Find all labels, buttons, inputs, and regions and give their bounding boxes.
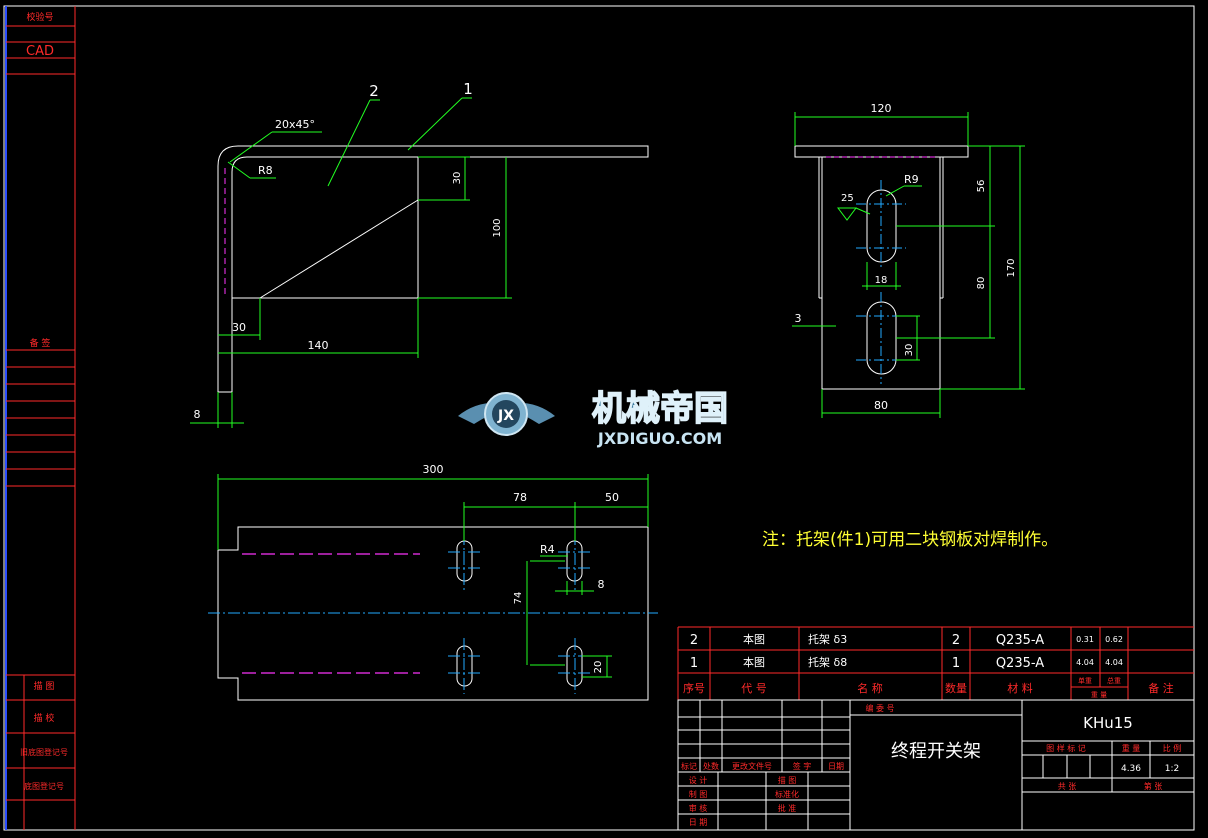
bom-unit-weight: 0.31 (1076, 635, 1094, 644)
drawing-number: KHu15 (1083, 714, 1133, 732)
left-bottom-label: 底图登记号 (24, 781, 64, 791)
role-left: 审 核 (689, 803, 708, 813)
sheet-frame (3, 5, 1195, 831)
top-view-centerlines (208, 533, 658, 694)
top-view-dimensions (217, 474, 649, 678)
watermark-title: 机械帝国 (592, 389, 728, 429)
dim-56: 56 (976, 180, 987, 193)
watermark-badge: JX (497, 408, 514, 424)
bom-unit-weight: 4.04 (1076, 658, 1094, 667)
dim-8-top: 8 (598, 578, 605, 591)
title-block (677, 699, 1195, 831)
role-right: 描 图 (778, 775, 797, 785)
bom-total-weight: 4.04 (1105, 658, 1123, 667)
left-mid-label: 备 签 (30, 337, 51, 349)
watermark-url: JXDIGUO.COM (597, 429, 722, 448)
dim-3: 3 (795, 312, 802, 325)
bom-name: 托架 δ3 (808, 632, 847, 646)
dim-20: 20 (593, 661, 604, 674)
dim-30: 30 (904, 344, 915, 357)
left-bottom-label: 描 图 (34, 680, 55, 692)
left-cad-label: CAD (26, 44, 54, 59)
dim-18: 18 (875, 275, 888, 286)
front-view-dimensions (190, 97, 512, 428)
part-label-2: 2 (369, 82, 379, 100)
scale-label: 比 例 (1163, 743, 1182, 753)
bom-name: 托架 δ8 (808, 655, 847, 669)
bom-header-no: 序号 (683, 681, 705, 695)
dim-140: 140 (308, 339, 329, 352)
role-left: 设 计 (689, 775, 708, 785)
front-view (217, 145, 649, 393)
rev-header: 签 字 (793, 761, 812, 771)
role-left: 制 图 (689, 789, 708, 799)
dim-8: 8 (194, 408, 201, 421)
role-right: 标准化 (775, 789, 799, 799)
dim-120: 120 (871, 102, 892, 115)
left-bottom-label: 描 校 (34, 712, 55, 724)
bom-total-weight: 0.62 (1105, 635, 1123, 644)
radius-r9: R9 (904, 173, 919, 186)
bom-header-unit: 单重 (1078, 676, 1092, 685)
bom-no: 2 (690, 633, 698, 648)
chamfer-label: 20x45° (275, 118, 315, 131)
drawing-note: 注：托架(件1)可用二块钢板对焊制作。 (762, 530, 1058, 550)
role-right: 批 准 (778, 803, 797, 813)
sheets-label: 共 张 (1058, 782, 1077, 791)
dim-50: 50 (605, 491, 619, 504)
drawing-title: 终程开关架 (891, 741, 981, 762)
radius-r4: R4 (540, 543, 555, 556)
bom-qty: 1 (952, 656, 960, 671)
part-label-1: 1 (463, 80, 473, 98)
bom-code: 本图 (743, 655, 765, 669)
left-strip (6, 6, 76, 830)
rev-header: 处数 (703, 761, 719, 771)
dim-30-horizontal: 30 (232, 321, 246, 334)
dim-78: 78 (513, 491, 527, 504)
bom-material: Q235-A (996, 633, 1044, 648)
left-bottom-label: 旧底图登记号 (20, 747, 68, 757)
title-block-org: 编 委 号 (865, 703, 894, 713)
radius-label: R8 (258, 164, 273, 177)
watermark-logo: JX 机械帝国 JXDIGUO.COM (458, 388, 729, 448)
weight-label: 重 量 (1122, 743, 1141, 753)
side-view-dimensions (792, 112, 1025, 418)
dim-74: 74 (513, 592, 524, 605)
sheet-label: 第 张 (1144, 781, 1163, 791)
bom-qty: 2 (952, 633, 960, 648)
rev-header: 更改文件号 (732, 761, 772, 771)
bom-material: Q235-A (996, 656, 1044, 671)
weight-value: 4.36 (1121, 764, 1141, 774)
rev-header: 标记 (681, 761, 697, 771)
stage-label: 图 样 标 记 (1046, 743, 1086, 753)
bom-header-name: 名 称 (857, 681, 883, 695)
dim-80-horizontal: 80 (874, 399, 888, 412)
scale-value: 1:2 (1165, 764, 1179, 774)
bom-header-weight: 重 量 (1091, 691, 1107, 699)
bom-header-remark: 备 注 (1148, 681, 1174, 695)
role-left: 日 期 (689, 818, 708, 827)
dim-100: 100 (492, 218, 503, 237)
weld-symbol-value: 25 (841, 193, 854, 204)
dim-170: 170 (1006, 258, 1017, 277)
bom-no: 1 (690, 656, 698, 671)
dim-300: 300 (423, 463, 444, 476)
bom-header-code: 代 号 (741, 682, 767, 695)
left-top-label: 校验号 (26, 11, 53, 23)
bom-header-total: 总重 (1107, 676, 1121, 685)
bom-header-material: 材 料 (1007, 681, 1033, 695)
rev-header: 日期 (828, 762, 844, 771)
bom-code: 本图 (743, 632, 765, 646)
dim-80-vertical: 80 (976, 277, 987, 290)
dim-30-vertical: 30 (452, 172, 463, 185)
bom-header-qty: 数量 (945, 682, 967, 695)
